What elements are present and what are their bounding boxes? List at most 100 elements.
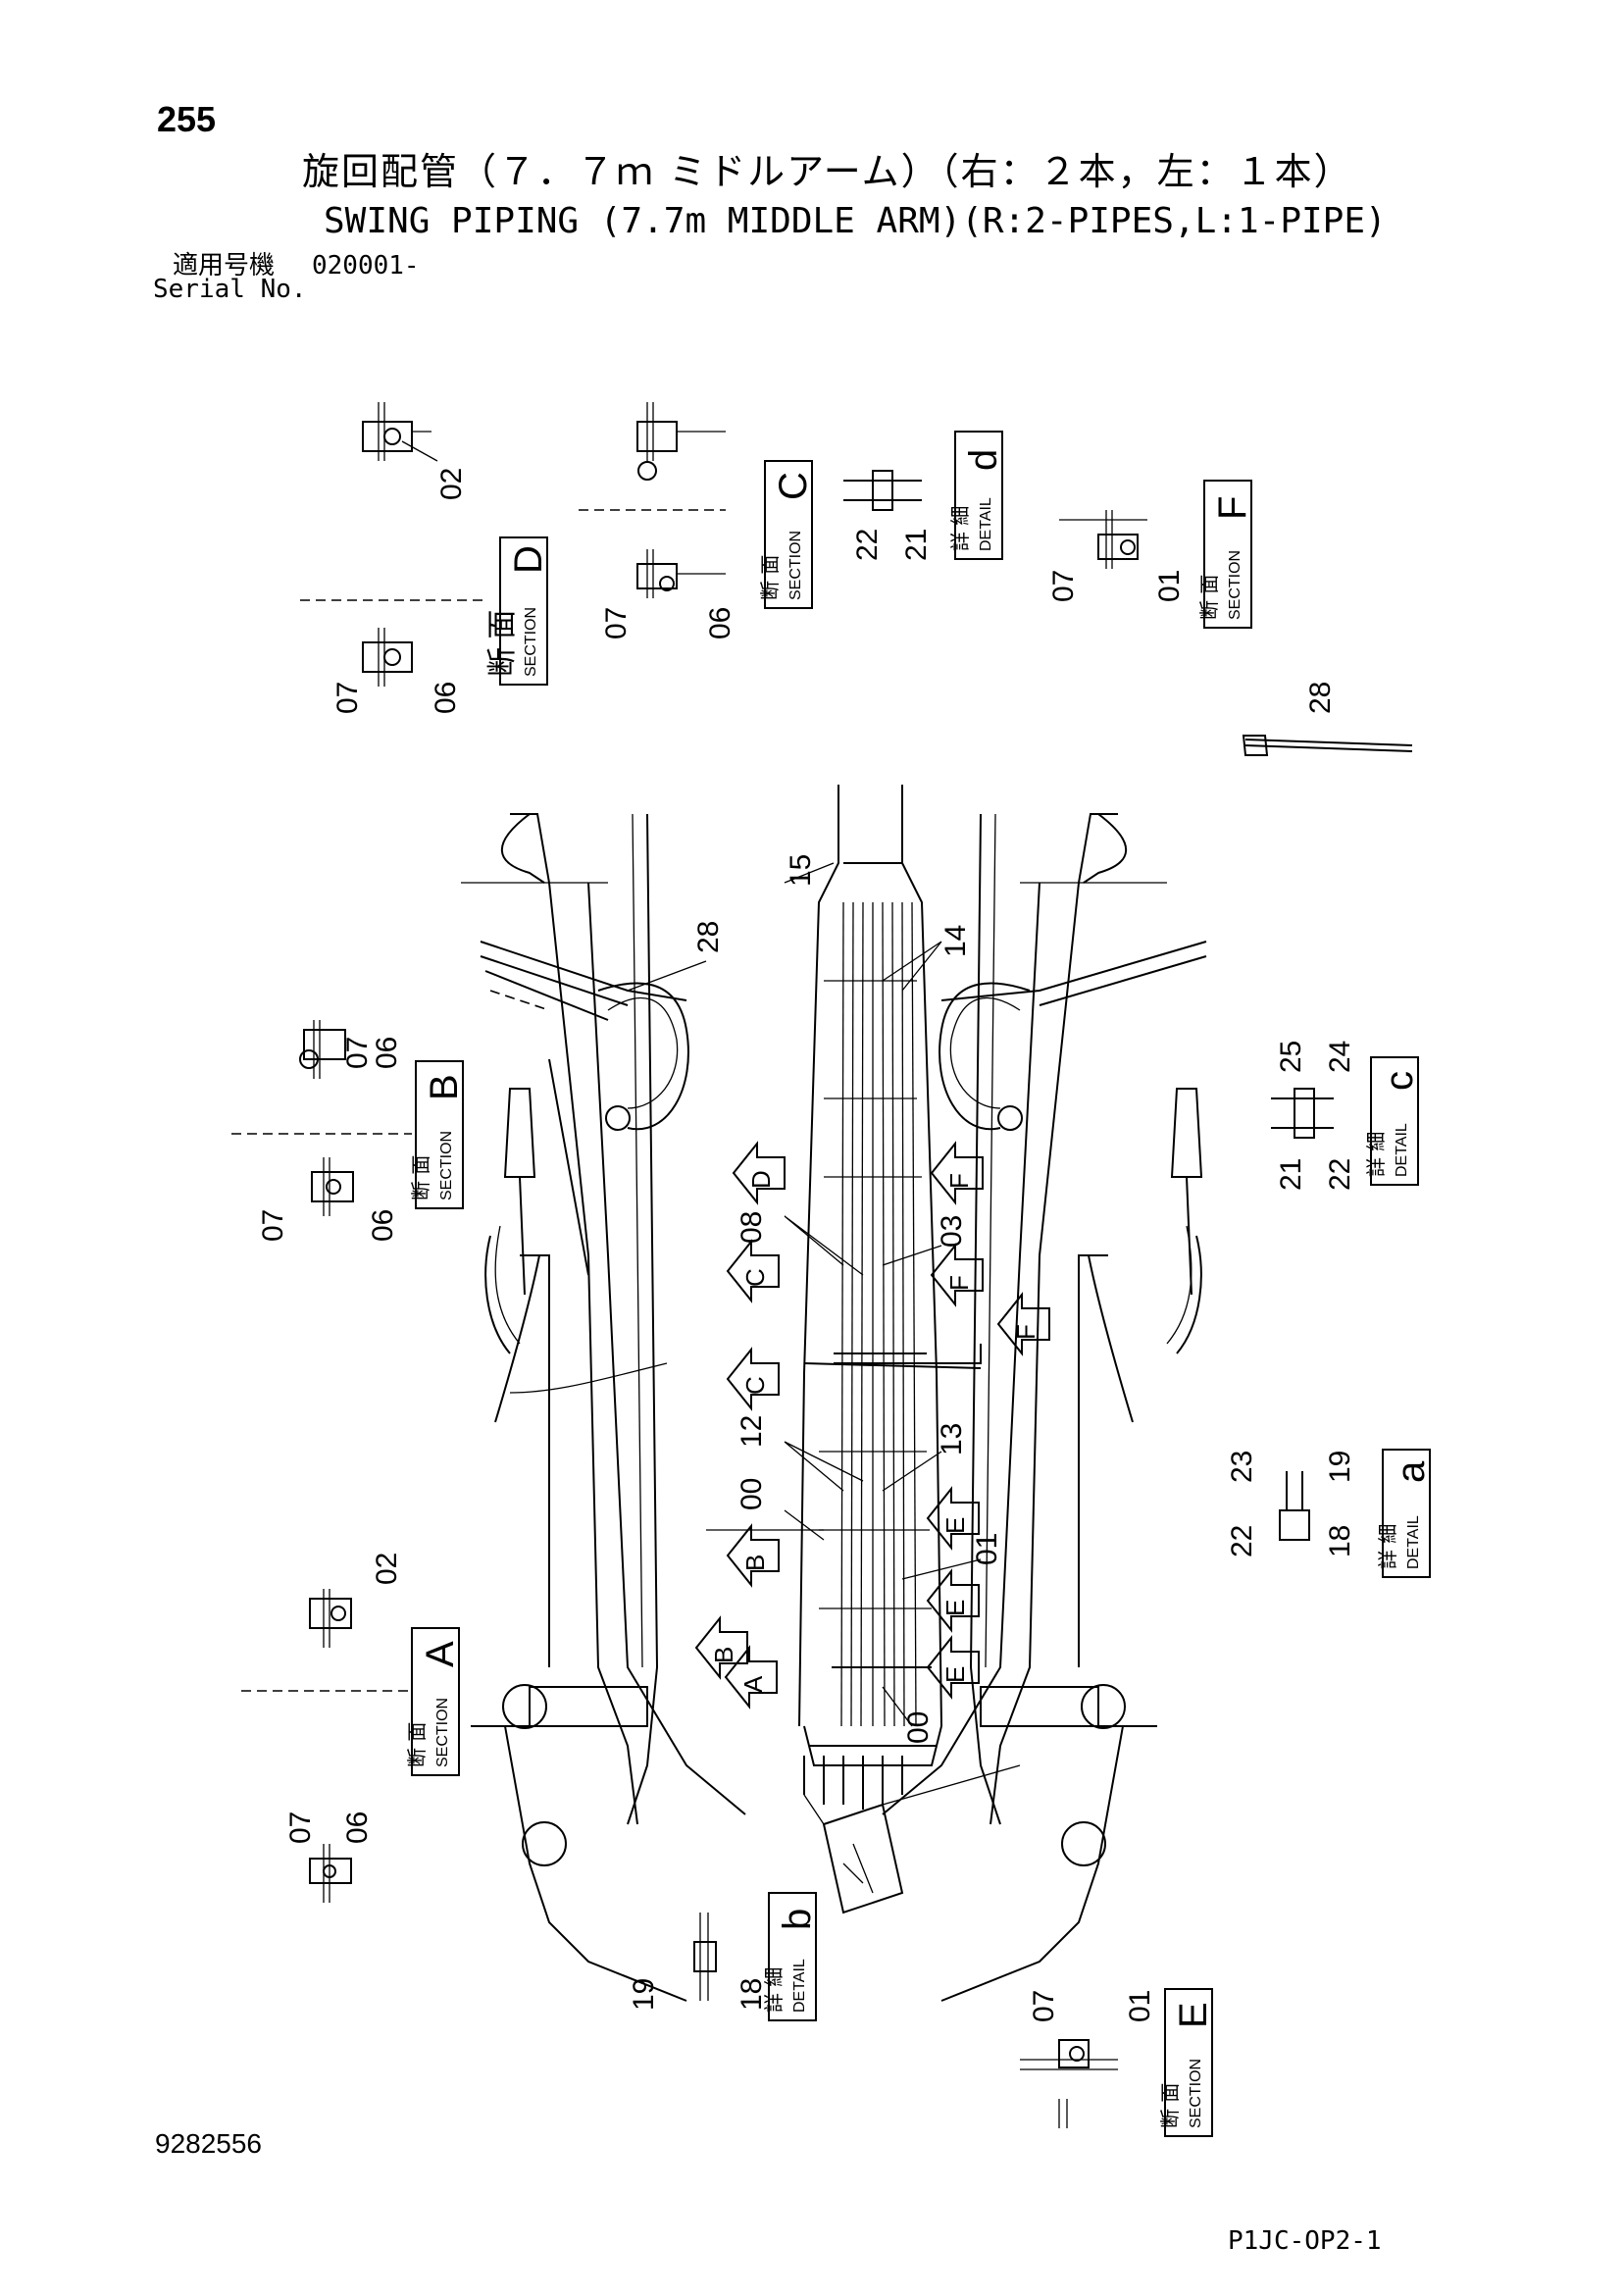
serial-label-japanese: 適用号機: [173, 251, 276, 281]
part-label-15: 15: [785, 854, 817, 887]
detail-box-b-jp: 詳 細: [762, 1967, 786, 2013]
part-label-06-b2: 06: [367, 1209, 399, 1242]
section-box-a-en: SECTION: [434, 1698, 451, 1767]
detail-box-c: 詳 細 DETAIL c: [1364, 1056, 1421, 1186]
section-box-e-letter: E: [1172, 2002, 1215, 2028]
section-box-b-jp: 断 面: [409, 1155, 432, 1200]
part-label-03: 03: [936, 1215, 968, 1248]
part-label-14: 14: [939, 925, 972, 957]
arrow-label-b-2: B: [709, 1647, 738, 1663]
arrow-label-d: D: [746, 1170, 776, 1189]
detail-box-c-en: DETAIL: [1394, 1123, 1410, 1177]
detail-box-a-jp: 詳 細: [1376, 1524, 1399, 1569]
part-label-18-a: 18: [1324, 1525, 1356, 1557]
sheet-code: P1JC-OP2-1: [1228, 2226, 1382, 2256]
document-number: 9282556: [155, 2128, 263, 2159]
part-label-28: 28: [692, 921, 725, 953]
part-label-06-b1: 06: [371, 1037, 403, 1069]
page-number: 255: [157, 99, 217, 139]
section-sketches: [231, 402, 1334, 2128]
part-label-06: 06: [430, 682, 462, 714]
title-japanese: 旋回配管（７．７ｍ ミドルアーム）（右：２本，左：１本）: [302, 150, 1353, 193]
section-box-d-letter: D: [507, 545, 550, 574]
section-box-e: 断 面 SECTION E: [1158, 1988, 1215, 2137]
part-label-21-c: 21: [1275, 1158, 1307, 1191]
section-box-d-jp: 断 面: [486, 610, 519, 677]
part-label-19-a: 19: [1324, 1451, 1356, 1483]
part-label-19-b: 19: [628, 1978, 660, 2011]
part-label-21-d: 21: [900, 529, 933, 561]
detail-box-d: 詳 細 DETAIL d: [948, 431, 1005, 560]
part-label-09-b1: 07: [341, 1037, 374, 1069]
section-box-f-en: SECTION: [1227, 550, 1243, 620]
section-box-e-en: SECTION: [1188, 2059, 1204, 2128]
part-label-07-f: 01: [1153, 570, 1186, 602]
detail-box-a-en: DETAIL: [1405, 1515, 1422, 1569]
detail-box-b-en: DETAIL: [791, 1959, 808, 2013]
arrow-label-e-3: E: [940, 1666, 970, 1683]
part-label-18-b: 18: [736, 1978, 768, 2011]
main-arm-assembly: [461, 735, 1413, 2002]
part-label-09-c: 07: [600, 607, 633, 639]
arrow-label-f-3: F: [1011, 1324, 1040, 1340]
part-label-06-c: 06: [704, 607, 736, 639]
serial-label-english: Serial No.: [153, 275, 307, 304]
part-label-24: 24: [1324, 1041, 1356, 1073]
arrow-label-f-1: F: [944, 1173, 974, 1189]
direction-arrows: D F C F F C E B E B A E: [694, 1141, 1050, 1709]
part-label-13: 13: [936, 1423, 968, 1455]
part-number-labels: 02 07 06 07 06 22 21 07 01 28 15 28 14 0…: [257, 440, 1356, 2022]
section-box-c-jp: 断 面: [758, 555, 782, 600]
part-label-09-f: 07: [1047, 570, 1080, 602]
part-label-08-a: 02: [371, 1553, 403, 1585]
section-box-b-en: SECTION: [438, 1131, 455, 1200]
part-label-20-d: 22: [851, 529, 884, 561]
section-box-f: 断 面 SECTION F: [1197, 480, 1254, 629]
part-label-00-1: 00: [736, 1478, 768, 1510]
arrow-label-c-1: C: [740, 1268, 770, 1287]
part-label-09-b2: 07: [257, 1209, 289, 1242]
arrow-label-f-2: F: [944, 1275, 974, 1291]
part-label-02: 08: [736, 1211, 768, 1244]
part-label-22: 22: [1226, 1525, 1258, 1557]
section-box-d-en: SECTION: [523, 607, 539, 677]
arrow-label-e-2: E: [940, 1600, 970, 1616]
detail-box-a-letter: a: [1390, 1460, 1433, 1483]
section-box-b: 断 面 SECTION B: [409, 1060, 466, 1209]
detail-box-c-letter: c: [1378, 1071, 1421, 1091]
part-label-00-2: 00: [902, 1711, 935, 1744]
section-box-b-letter: B: [423, 1074, 466, 1100]
section-box-a-jp: 断 面: [405, 1722, 429, 1767]
section-box-a-letter: A: [419, 1641, 462, 1667]
detail-box-d-jp: 詳 細: [948, 506, 972, 551]
arrow-label-c-2: C: [740, 1376, 770, 1395]
part-label-06-a: 06: [341, 1811, 374, 1844]
part-label-28-strap: 28: [1304, 682, 1337, 714]
arrow-label-a: A: [738, 1675, 768, 1693]
section-box-c: 断 面 SECTION C: [758, 460, 815, 609]
part-label-08: 02: [435, 468, 468, 500]
part-label-20-c: 22: [1324, 1158, 1356, 1191]
section-box-f-jp: 断 面: [1197, 575, 1221, 620]
part-label-07-e: 01: [1124, 1990, 1156, 2022]
arrow-label-b-1: B: [740, 1555, 770, 1571]
part-label-25: 25: [1275, 1041, 1307, 1073]
detail-box-c-jp: 詳 細: [1364, 1132, 1388, 1177]
section-box-c-en: SECTION: [787, 531, 804, 600]
part-label-09-a: 07: [284, 1811, 317, 1844]
part-label-01: 01: [971, 1533, 1003, 1565]
section-box-f-letter: F: [1211, 496, 1254, 520]
serial-number-value: 020001-: [312, 251, 420, 281]
section-box-a: 断 面 SECTION A: [405, 1627, 462, 1776]
section-box-d: 断 面 SECTION D: [486, 536, 550, 686]
part-label-09-e: 07: [1028, 1990, 1060, 2022]
detail-box-a: 詳 細 DETAIL a: [1376, 1449, 1433, 1578]
part-label-23: 23: [1226, 1451, 1258, 1483]
section-box-c-letter: C: [772, 472, 815, 500]
title-english: SWING PIPING (7.7m MIDDLE ARM)(R:2-PIPES…: [324, 201, 1387, 241]
detail-box-d-en: DETAIL: [978, 497, 994, 551]
part-label-09: 07: [331, 682, 364, 714]
arrow-label-e-1: E: [940, 1517, 970, 1534]
detail-box-d-letter: d: [962, 449, 1005, 471]
